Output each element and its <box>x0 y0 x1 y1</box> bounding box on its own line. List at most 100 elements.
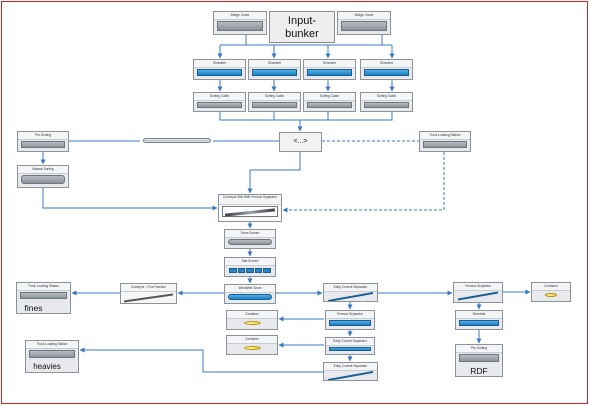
sorting-cabin-1-label: Sorting Cabin <box>194 93 245 101</box>
shredder-icon <box>197 69 242 76</box>
star-screen-label: Star Screen <box>225 258 275 266</box>
manual-to-conveyor <box>42 188 218 211</box>
heavies-station: Truck Loading Station heavies <box>25 340 79 373</box>
crane-icon <box>217 21 263 31</box>
cabin-icon <box>307 102 352 108</box>
cabin-icon <box>252 102 297 108</box>
merge-node: <...> <box>279 132 322 152</box>
sorting-cabin-4-label: Sorting Cabin <box>361 93 412 101</box>
fines-label: fines <box>24 303 43 313</box>
right-shredder-label: Shredder <box>456 311 502 319</box>
input-bunker-line1: Input- <box>287 15 317 27</box>
container-1-label: Container <box>227 311 277 319</box>
bridge-crane-left-label: Bridge Crane <box>214 12 266 20</box>
shredder-4-label: Shredder <box>361 60 412 68</box>
pre-sorting: Pre-Sorting <box>17 131 69 152</box>
heavies-station-label: Truck Loading Station <box>26 341 78 349</box>
sorting-cabin-1: Sorting Cabin <box>193 92 246 112</box>
windsifter-drum-label: Windsifter Drum <box>225 285 275 293</box>
star-screen-icon <box>229 268 271 273</box>
truck-to-conveyor-dashed <box>282 152 445 213</box>
bridge-crane-right-label: Bridge Crane <box>338 12 390 20</box>
rdf-station-label: Pre-Sorting <box>456 345 502 353</box>
right-container-label: Container <box>532 283 570 291</box>
fines-belt: Conveyor - Fine Fraction <box>120 283 177 304</box>
ferrous-separator-label: Ferrous Separator <box>326 311 374 319</box>
truck-loading-right: Truck Loading Station <box>419 131 471 152</box>
collector-bus <box>219 112 393 121</box>
ferrous-separator: Ferrous Separator <box>325 310 375 330</box>
eddy-icon <box>329 347 371 351</box>
right-ferrous-separator: Ferrous Separator <box>453 282 503 303</box>
eddy-separator-1-label: Eddy Current Separator <box>324 284 377 292</box>
conveyor-ferrous-label: Conveyor Belt With Ferrous Separator <box>219 195 281 205</box>
right-ferrous-separator-label: Ferrous Separator <box>454 283 502 291</box>
drum-icon <box>228 239 272 245</box>
truck-icon <box>20 292 67 299</box>
heavies-label: heavies <box>33 362 61 371</box>
presort-icon <box>21 141 65 148</box>
windsifter-drum: Windsifter Drum <box>224 284 276 304</box>
sorting-cabin-2-label: Sorting Cabin <box>249 93 300 101</box>
shredder-2-label: Shredder <box>249 60 300 68</box>
fines-station-label: Truck Loading Station <box>17 283 70 291</box>
shredder-icon <box>252 69 297 76</box>
windsifter-icon <box>228 294 272 300</box>
belt-icon <box>124 293 173 303</box>
sorting-cabin-4: Sorting Cabin <box>360 92 413 112</box>
fines-station: Truck Loading Station fines <box>16 282 71 314</box>
sorting-cabin-3-label: Sorting Cabin <box>304 93 355 101</box>
sorting-cabin-2: Sorting Cabin <box>248 92 301 112</box>
truck-loading-right-label: Truck Loading Station <box>420 132 470 140</box>
shredder-2: Shredder <box>248 59 301 80</box>
right-shredder: Shredder <box>455 310 503 330</box>
bridge-crane-left: Bridge Crane <box>213 11 267 35</box>
eddy-separator-2-label: Eddy Current Separator <box>326 338 374 346</box>
eddy-icon <box>328 292 373 301</box>
container-icon <box>243 321 261 325</box>
container-1: Container <box>226 310 278 330</box>
eddy-separator-1: Eddy Current Separator <box>323 283 378 302</box>
shredder-3: Shredder <box>303 59 356 80</box>
merge-node-label: <...> <box>293 138 308 145</box>
eddy-separator-3: Eddy Current Separator <box>323 362 378 381</box>
manual-sorting: Manual Sorting <box>17 165 69 188</box>
transfer-pipe <box>143 138 211 143</box>
star-screen: Star Screen <box>224 257 276 277</box>
eddy-separator-2: Eddy Current Separator <box>325 337 375 355</box>
shredder-3-label: Shredder <box>304 60 355 68</box>
truck-icon <box>423 141 467 148</box>
shredder-icon <box>307 69 352 76</box>
conveyor-ferrous: Conveyor Belt With Ferrous Separator <box>218 194 282 222</box>
truck-icon <box>459 354 499 362</box>
cabin-icon <box>197 102 242 108</box>
shredder-icon <box>459 320 499 326</box>
eddy-icon <box>328 371 373 380</box>
shredder-1-label: Shredder <box>194 60 245 68</box>
container-2: Container <box>226 335 278 355</box>
container-icon <box>544 293 558 297</box>
input-bunker-line2: bunker <box>285 28 319 40</box>
merge-to-conveyor <box>247 152 301 194</box>
conveyor-icon <box>222 206 278 217</box>
manual-sort-icon <box>21 175 65 184</box>
pre-sorting-label: Pre-Sorting <box>18 132 68 140</box>
cabin-icon <box>364 102 409 108</box>
drum-screen: Drum Screen <box>224 229 276 249</box>
shredder-1: Shredder <box>193 59 246 80</box>
separator-icon <box>458 291 498 301</box>
manual-sorting-label: Manual Sorting <box>18 166 68 174</box>
ferrous-icon <box>329 320 371 326</box>
right-container: Container <box>531 282 571 302</box>
shredder-4: Shredder <box>360 59 413 80</box>
eddy-separator-3-label: Eddy Current Separator <box>324 363 377 371</box>
rdf-station: Pre-Sorting RDF <box>455 344 503 377</box>
to-heavies <box>79 347 324 373</box>
container-2-label: Container <box>227 336 277 344</box>
truck-icon <box>29 350 75 358</box>
bridge-crane-right: Bridge Crane <box>337 11 391 35</box>
fines-belt-label: Conveyor - Fine Fraction <box>121 284 176 292</box>
rdf-label: RDF <box>470 366 488 376</box>
